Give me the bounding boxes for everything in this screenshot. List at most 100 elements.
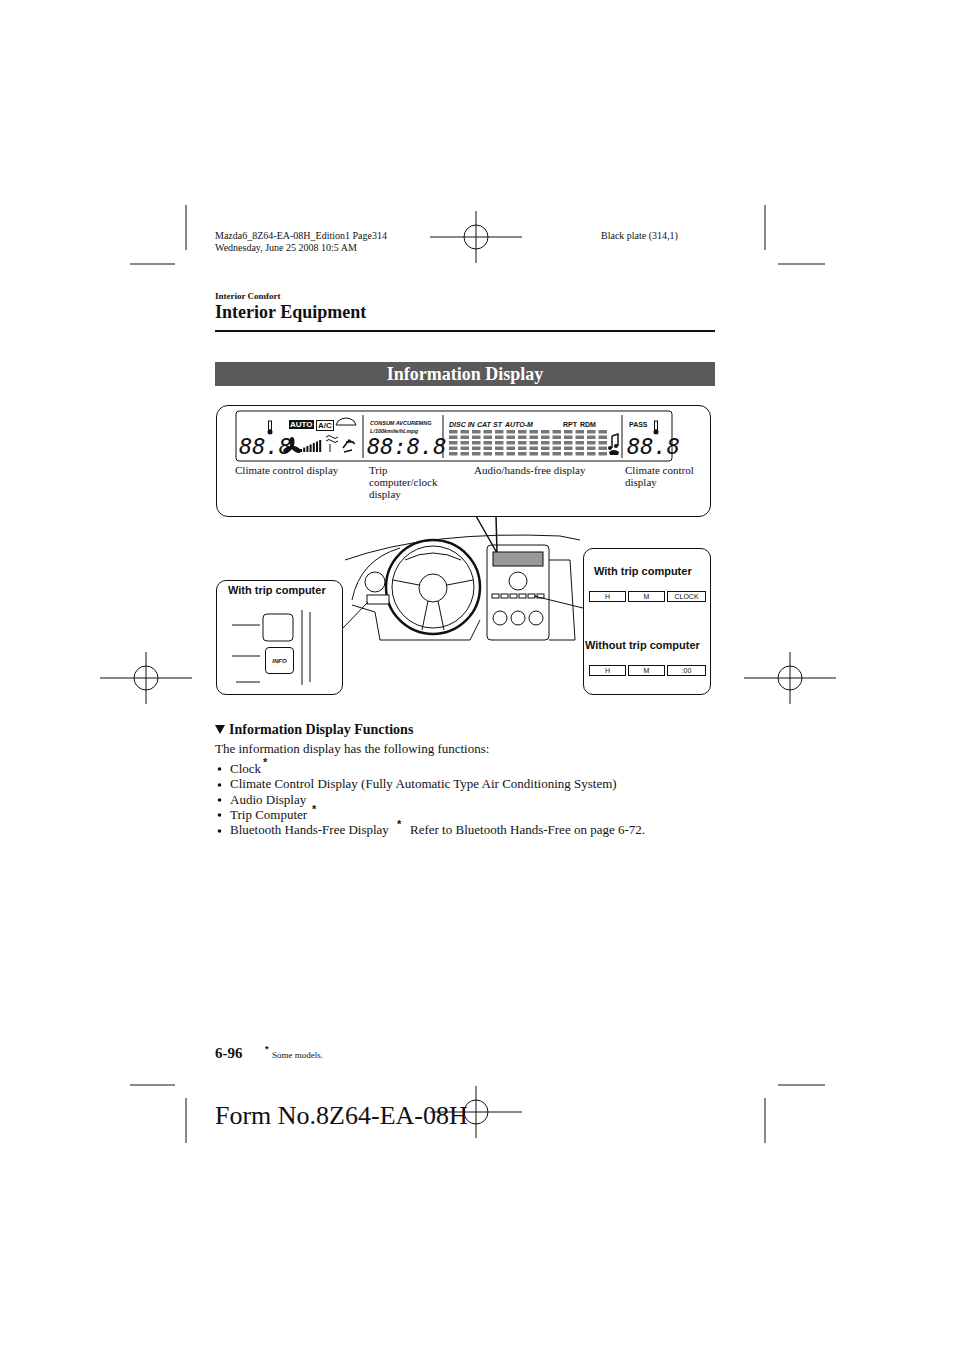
dot-matrix-cell [461,452,470,456]
dot-matrix-cell [599,441,608,445]
lcd-indicator: L/100kmile/hLmpg [370,428,418,434]
dot-matrix-cell [564,441,573,445]
dot-matrix-cell [587,430,596,434]
crop-mark [778,1085,825,1086]
vent-icon [343,440,355,452]
header-text: Black plate (314,1) [601,230,678,242]
box-label: M [629,592,664,601]
section-triangle [215,725,225,734]
dot-matrix-cell [484,436,493,440]
header-text: Mazda6_8Z64-EA-08H_Edition1 Page314 [215,230,387,242]
section-title: Interior Equipment [215,302,366,323]
recirculation-icon [336,418,356,425]
dot-matrix-cell [449,436,458,440]
box-label: H [590,592,625,601]
dot-matrix-cell [587,436,596,440]
footnote-mark: * [265,1044,269,1054]
lcd-indicator: CAT [477,421,491,428]
clock-callout: With trip computerWithout trip computerH… [583,548,711,695]
caption: Audio/hands-free display [474,464,586,476]
dot-matrix-cell [599,430,608,434]
dot-matrix-cell [553,430,562,434]
clock-button: M [628,591,665,602]
audio-knob [509,572,527,590]
dot-matrix-cell [576,436,585,440]
bullet-text: Audio Display [230,793,306,808]
box-label: INFO [266,648,293,673]
dot-matrix-cell [576,447,585,451]
music-note-icon [608,446,612,450]
preset-button [501,594,508,598]
dot-matrix-cell [530,452,539,456]
climate-knob [493,611,507,625]
preset-button [519,594,526,598]
dashboard-outline [549,560,575,640]
dot-matrix-cell [518,441,527,445]
climate-knob [511,611,525,625]
dot-matrix-cell [484,447,493,451]
dot-matrix-cell [484,430,493,434]
lcd-indicator: PASS [629,421,648,428]
thermometer-icon [268,430,273,435]
band-title: Information Display [215,362,715,386]
dot-matrix-cell [495,436,504,440]
dot-matrix-cell [587,452,596,456]
lcd-digits: 88:8.8 [367,434,446,459]
defroster-icon [326,436,338,453]
dot-matrix-cell [541,430,550,434]
dot-matrix-cell [495,447,504,451]
panel-line [232,610,310,685]
lcd-indicator: AUTO-M [505,421,533,428]
body-text: Refer to Bluetooth Hands-Free on page 6-… [410,823,645,838]
dot-matrix-cell [507,436,516,440]
lcd-indicator: AUTO [289,420,314,429]
bullet [218,783,222,787]
dot-matrix-cell [576,452,585,456]
lcd-indicator: RDM [580,421,596,428]
dot-matrix-cell [472,441,481,445]
dot-matrix-cell [564,447,573,451]
center-display [493,552,543,566]
bullet-text: Clock [230,762,261,777]
lcd-indicator: ST [493,421,502,428]
dot-matrix-cell [530,441,539,445]
fan-speed-bar [319,440,321,452]
form-number: Form No.8Z64-EA-08H [215,1101,468,1131]
fan-speed-bar [306,446,308,452]
steering-callout: With trip computerINFO [216,580,343,695]
footnote-mark: * [263,756,267,769]
dot-matrix-cell [507,447,516,451]
dot-matrix-cell [472,430,481,434]
clock-button: :00 [667,665,706,676]
crop-mark [186,205,187,250]
steering-hub [419,574,447,602]
dot-matrix-cell [449,447,458,451]
dot-matrix-cell [484,452,493,456]
dot-matrix-cell [472,447,481,451]
dot-matrix-cell [495,452,504,456]
music-note-icon [614,444,618,448]
heading-rule [215,330,715,332]
info-button: INFO [265,647,294,674]
dot-matrix-cell [599,447,608,451]
thermometer-icon [655,421,658,430]
dot-matrix-cell [518,447,527,451]
dashboard-outline [352,605,480,640]
bullet-text: Bluetooth Hands-Free Display [230,823,389,838]
leader-line [343,602,368,628]
registration-mark [476,211,477,263]
steering-spoke [393,580,473,630]
footnote-text: Some models. [272,1050,323,1060]
steering-wheel [386,540,480,634]
section-label: Interior Comfort [215,291,281,301]
clock-button: H [589,591,626,602]
preset-button [492,594,499,598]
dot-matrix-cell [541,441,550,445]
caption: Climate control display [235,464,338,476]
dot-matrix-cell [461,436,470,440]
crop-mark [765,205,766,250]
fan-speed-bar [303,448,305,453]
fan-speed-bar [313,443,315,452]
